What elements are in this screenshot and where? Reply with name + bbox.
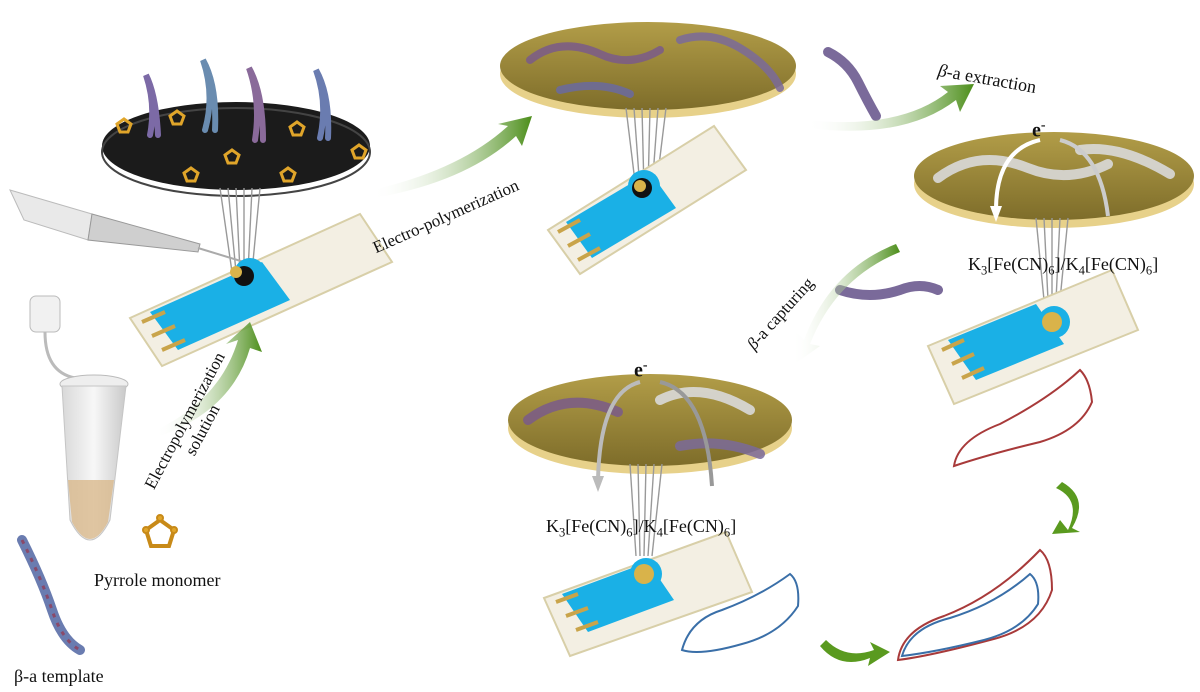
pyrrole-ring (182, 166, 200, 183)
electron-label-2: e- (634, 358, 648, 383)
polymerized-disk-group (500, 22, 796, 191)
redox-sub: 3 (559, 525, 566, 540)
redox-sub: 6 (626, 525, 633, 540)
template-legend-icon (17, 535, 85, 655)
arrow-right-green (820, 640, 890, 666)
redox-close: ] (730, 516, 737, 536)
gold-electrode-disk (500, 22, 796, 110)
screen-printed-electrode-2 (546, 124, 748, 276)
cv-curve-overlay-blue (900, 572, 1040, 658)
template-molecule (313, 68, 332, 141)
redox-sub: 4 (1078, 263, 1085, 278)
redox-fecn: [Fe(CN) (1084, 254, 1146, 274)
electron-path-arrow-2 (596, 380, 641, 481)
redox-sub: 6 (1048, 263, 1055, 278)
cv-curve-red (952, 368, 1094, 468)
redox-fecn: [Fe(CN) (662, 516, 724, 536)
redox-sub: 6 (1145, 263, 1153, 278)
template-molecule (143, 73, 161, 138)
captured-template-molecule (835, 281, 943, 300)
pyrrole-monomer-label: Pyrrole monomer (94, 570, 221, 590)
pyrrole-ring (350, 143, 368, 160)
template-molecule (200, 58, 219, 133)
template-molecule (246, 66, 266, 143)
redox-sub: 6 (723, 525, 731, 540)
pyrrole-ring (288, 120, 306, 137)
electron-symbol: e (634, 359, 643, 382)
screen-printed-electrode-1 (128, 212, 394, 368)
redox-k: K (546, 516, 559, 536)
arrow-solution-to-electrode (156, 322, 262, 436)
captured-disk-group (508, 374, 792, 557)
screen-printed-electrode-4 (542, 530, 754, 658)
arrow-electropolymerization (372, 116, 532, 198)
electron-charge: - (642, 358, 648, 373)
electron-label-1: e- (1032, 118, 1046, 143)
redox-fecn: [Fe(CN) (565, 516, 627, 536)
pipette-icon (9, 189, 245, 263)
electron-symbol: e (1032, 119, 1041, 142)
black-electrode-disk (102, 102, 370, 190)
template-label: β-a template (14, 666, 104, 686)
redox-k: K (968, 254, 981, 274)
redox-sep: ]/K (1054, 254, 1079, 274)
arrow-down-green (1052, 482, 1080, 534)
template-disk-group (101, 58, 371, 273)
redox-sep: ]/K (632, 516, 657, 536)
arrow-extraction (806, 84, 974, 131)
redox-fecn: [Fe(CN) (987, 254, 1049, 274)
extracted-template-molecule (823, 47, 881, 121)
electron-path-arrow (994, 138, 1041, 211)
redox-sub: 3 (981, 263, 988, 278)
cv-curve-blue (680, 572, 800, 653)
electron-charge: - (1040, 118, 1046, 133)
microcentrifuge-tube-icon (29, 295, 129, 541)
pyrrole-ring (115, 117, 133, 134)
pyrrole-ring (168, 109, 186, 126)
screen-printed-electrode-3 (926, 268, 1140, 406)
pyrrole-legend-icon (142, 514, 178, 548)
redox-sub: 4 (656, 525, 663, 540)
pyrrole-ring (223, 148, 241, 165)
pyrrole-ring (279, 166, 297, 183)
redox-probe-label-1: K3[Fe(CN)6]/K4[Fe(CN)6] (968, 254, 1158, 279)
cv-curve-overlay-red (896, 548, 1054, 662)
extracted-disk-group (914, 132, 1194, 301)
arrow-capturing (792, 244, 900, 366)
redox-close: ] (1152, 254, 1159, 274)
redox-probe-label-2: K3[Fe(CN)6]/K4[Fe(CN)6] (546, 516, 736, 541)
